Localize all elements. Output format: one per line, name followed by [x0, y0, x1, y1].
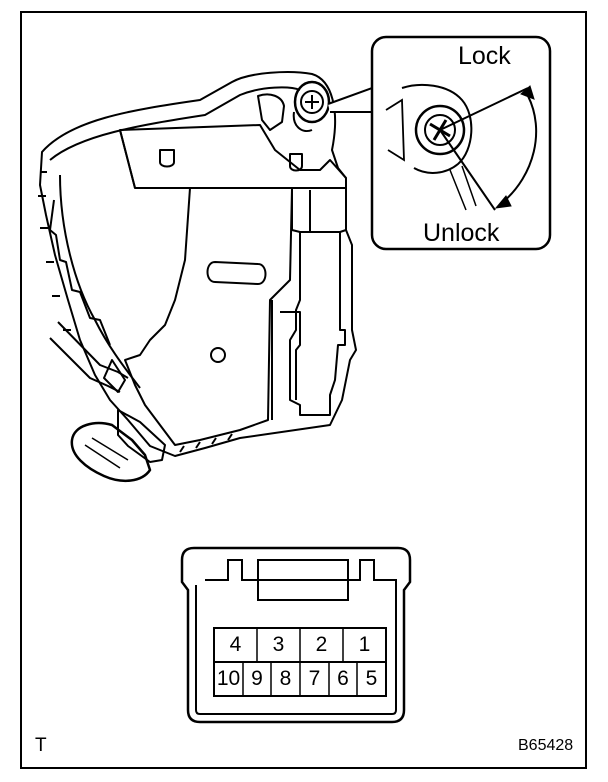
rotation-arc-arrow	[501, 95, 538, 204]
pin-number: 4	[229, 633, 242, 656]
magnified-screw	[385, 83, 477, 211]
arc-arrowhead-top	[520, 85, 535, 100]
lock-pointer-line	[439, 87, 529, 131]
pin-number: 3	[272, 633, 285, 656]
outer-frame	[20, 11, 587, 769]
pin-number: 2	[315, 633, 328, 656]
unlock-pointer-line	[439, 129, 496, 211]
pin-number: 6	[337, 667, 349, 690]
corner-mark: T	[35, 735, 47, 756]
pin-number: 8	[279, 667, 292, 690]
pin-number: 9	[251, 667, 263, 690]
arc-arrowhead-bottom	[494, 195, 512, 209]
pin-number: 10	[216, 667, 241, 690]
pin-number: 1	[358, 633, 371, 656]
unlock-label: Unlock	[423, 219, 500, 247]
figure-id: B65428	[518, 737, 574, 754]
connector-housing	[180, 546, 412, 724]
callout-leader	[327, 86, 373, 113]
lock-unlock-callout	[327, 35, 552, 251]
door-lock-assembly	[38, 71, 357, 483]
connector-face	[180, 546, 412, 724]
connector-inner	[195, 559, 397, 715]
pin-number: 7	[308, 667, 321, 690]
pin-number: 5	[365, 667, 378, 690]
lock-label: Lock	[458, 42, 511, 70]
